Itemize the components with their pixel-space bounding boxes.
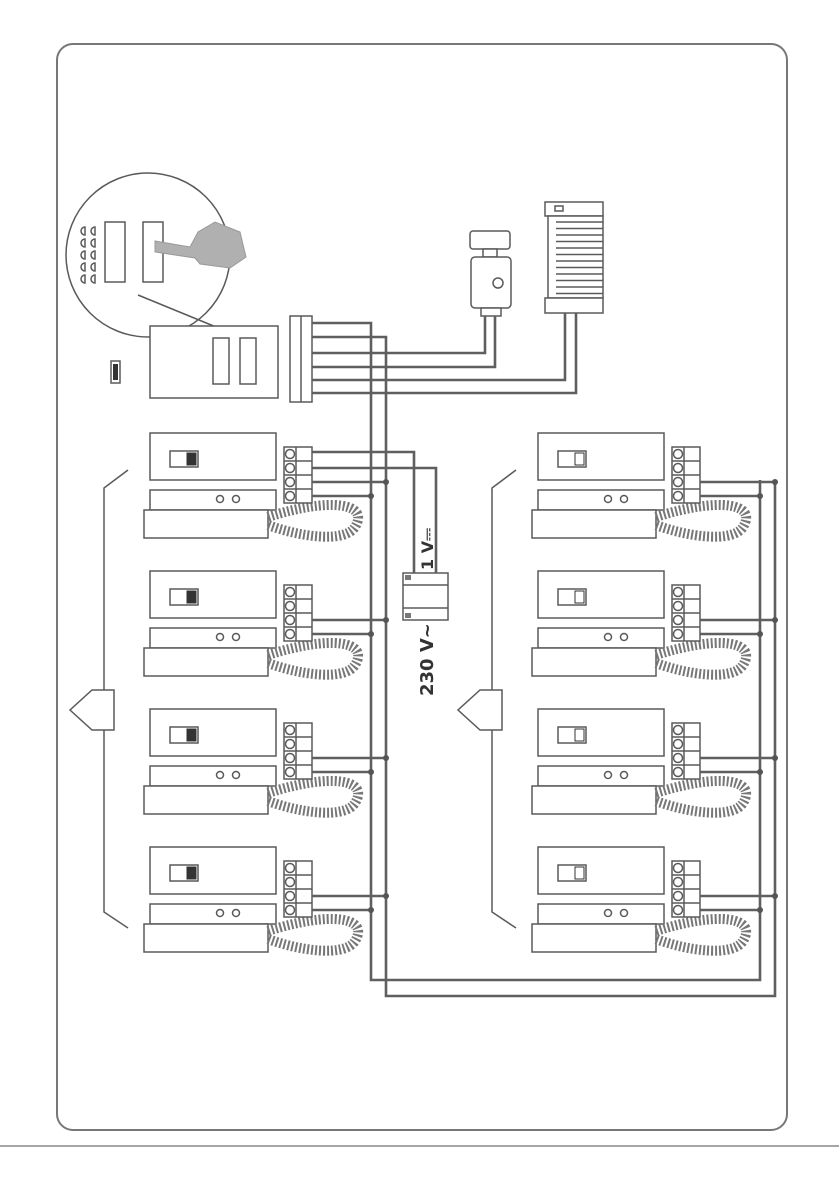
- handset: [144, 924, 268, 952]
- building-left: [70, 470, 128, 928]
- handset: [532, 510, 656, 538]
- interphone-unit: [144, 433, 389, 538]
- power-supply: [403, 573, 448, 620]
- coil-cord: [268, 919, 358, 951]
- handset: [532, 648, 656, 676]
- speaker-hole: [81, 275, 85, 283]
- coil-cord: [268, 505, 358, 537]
- speaker-hole: [81, 227, 85, 235]
- panel-terminal-block: [290, 316, 312, 402]
- ac-supply-label: 230 V~: [417, 623, 438, 696]
- coil-cord: [268, 643, 358, 675]
- hand-icon: [155, 222, 246, 268]
- interphone-unit: [144, 571, 389, 676]
- handset: [144, 648, 268, 676]
- speaker-hole: [91, 251, 95, 259]
- interphone-unit: [532, 433, 778, 538]
- speaker-hole: [91, 275, 95, 283]
- interphone-unit: [532, 571, 778, 676]
- interphone-unit: [144, 709, 389, 814]
- coil-cord: [656, 505, 746, 537]
- handset: [532, 786, 656, 814]
- coil-cord: [656, 643, 746, 675]
- handset: [532, 924, 656, 952]
- interphone-unit: [532, 847, 778, 952]
- speaker-hole: [91, 263, 95, 271]
- speaker-hole: [81, 251, 85, 259]
- camera: [470, 231, 511, 316]
- building-right: [458, 470, 516, 928]
- speaker-hole: [91, 239, 95, 247]
- handset: [144, 510, 268, 538]
- interphone-unit: [144, 847, 389, 952]
- speaker-hole: [91, 227, 95, 235]
- speaker-hole: [81, 263, 85, 271]
- coil-cord: [656, 781, 746, 813]
- magnifier-detail: [66, 173, 246, 337]
- handset: [144, 786, 268, 814]
- coil-cord: [656, 919, 746, 951]
- dc-supply-label: 1 V⎓: [418, 528, 437, 570]
- interphone-unit: [532, 709, 778, 814]
- coil-cord: [268, 781, 358, 813]
- electric-lock: [545, 202, 603, 313]
- speaker-hole: [81, 239, 85, 247]
